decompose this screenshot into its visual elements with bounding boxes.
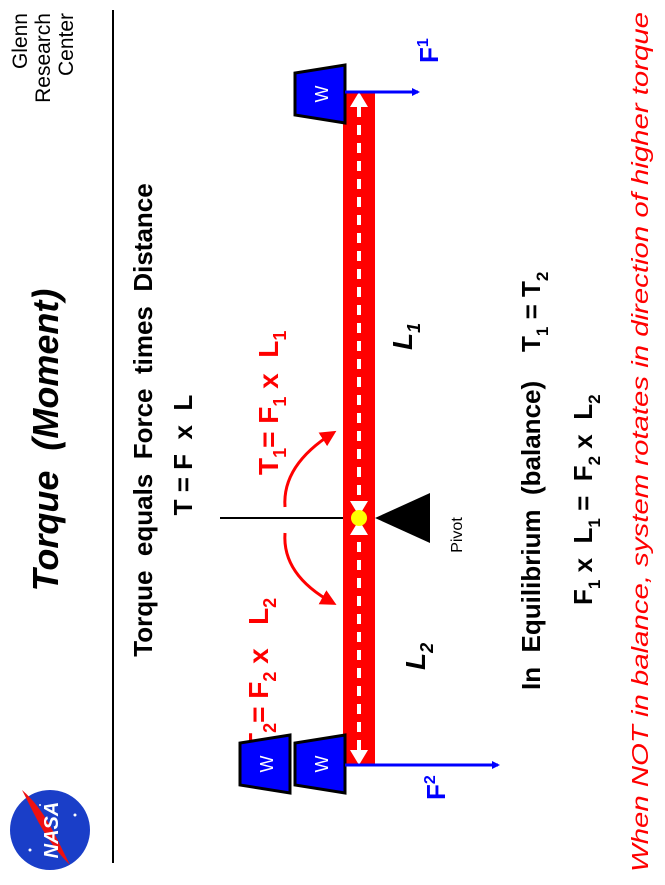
definition-text: Torque equals Force times Distance xyxy=(128,183,158,656)
length2-label: L2 xyxy=(400,643,437,670)
weight-left-top: W xyxy=(238,733,292,795)
balance-equation: F1 x L1 = F2 x L2 xyxy=(568,394,604,605)
logo-text: NASA xyxy=(41,802,63,859)
torque2-equation: T2= F2 x L2 xyxy=(243,598,280,750)
imbalance-note: When NOT in balance, system rotates in d… xyxy=(627,12,653,872)
org-line-2: Research xyxy=(32,13,55,103)
org-line-1: Glenn xyxy=(9,13,32,69)
org-line-3: Center xyxy=(55,13,78,76)
length1-label: L1 xyxy=(387,323,424,350)
equilibrium-text: In Equilibrium (balance) T1 = T2 xyxy=(516,272,552,690)
weight-right: W xyxy=(293,63,347,125)
pivot-label: Pivot xyxy=(449,517,466,553)
beam xyxy=(343,92,375,765)
force1-label: F1 xyxy=(414,38,444,63)
rotation-arrow-2 xyxy=(283,532,337,605)
svg-text:W: W xyxy=(312,756,332,773)
svg-text:W: W xyxy=(312,86,332,103)
weight-left-bottom: W xyxy=(293,733,347,795)
rotation-arrow-1 xyxy=(283,430,337,508)
svg-text:W: W xyxy=(257,756,277,773)
nasa-logo: NASA xyxy=(10,790,90,870)
page-title: Torque (Moment) xyxy=(25,289,66,592)
torque1-equation: T1= F1 x L1 xyxy=(253,331,290,475)
formula-text: T = F x L xyxy=(168,395,198,516)
pivot-point xyxy=(351,510,367,526)
pivot-triangle xyxy=(375,493,430,543)
force2-label: F2 xyxy=(421,775,451,800)
